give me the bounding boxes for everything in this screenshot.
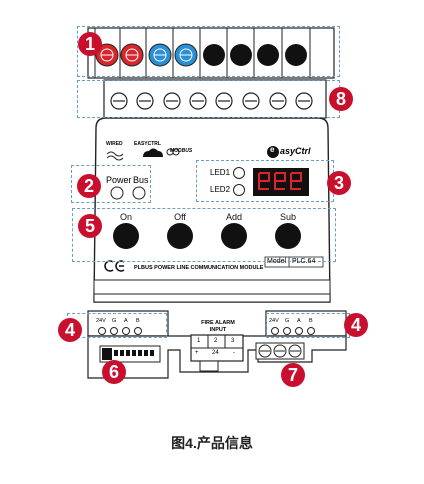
model-value: PLC.64 (292, 258, 316, 265)
led1-label: LED1 (210, 168, 231, 177)
easyctrl-cloud-icon (143, 148, 163, 157)
left-terminal-g: G (112, 318, 117, 324)
callout-5: 5 (78, 214, 102, 238)
right-terminal-24v: 24V (269, 318, 279, 324)
device-description: PLBUS POWER LINE COMMUNICATION MODULE (134, 265, 264, 271)
black-terminal-3 (257, 44, 279, 66)
highlight-upper-screws (77, 80, 340, 118)
easyctrl-logo-icon (267, 146, 279, 158)
black-terminal-2 (230, 44, 252, 66)
modbus-label: MODBUS (170, 148, 193, 154)
fire-minus-label: - (233, 350, 235, 356)
bus-indicator (132, 186, 146, 200)
left-terminal-24v: 24V (96, 318, 106, 324)
callout-7: 7 (281, 363, 305, 387)
highlight-buttons (72, 208, 336, 262)
right-bottom-screws (271, 327, 315, 335)
model-box (264, 256, 324, 268)
sub-button (275, 223, 301, 249)
bus-label: Bus (133, 175, 149, 185)
callout-6: 6 (102, 360, 126, 384)
model-label: Model (267, 258, 287, 265)
left-terminal-a: A (124, 318, 128, 324)
power-indicator (110, 186, 124, 200)
add-label: Add (225, 212, 242, 222)
highlight-top-terminals (77, 26, 340, 77)
led2-label: LED2 (210, 185, 231, 194)
fire-pin-1: 1 (197, 338, 201, 344)
fire-alarm-title: FIRE ALARM (201, 320, 235, 326)
red-terminal-2 (120, 43, 144, 67)
on-label: On (119, 212, 132, 222)
black-terminal-1 (203, 44, 225, 66)
highlight-left-terminals (67, 313, 167, 338)
blue-terminal-1 (148, 43, 172, 67)
led2-indicator (233, 184, 245, 196)
fire-alarm-subtitle: INPUT (209, 327, 227, 333)
upper-screw-row (110, 92, 313, 110)
callout-1: 1 (78, 32, 102, 56)
highlight-right-terminals (266, 313, 350, 338)
sub-label: Sub (279, 212, 296, 222)
easyctrl-logo-letter: e (270, 145, 275, 154)
highlight-led-display (196, 160, 334, 202)
device-housing (93, 117, 331, 303)
modbus-icon (166, 148, 180, 156)
add-button (221, 223, 247, 249)
led1-indicator (233, 167, 245, 179)
callout-4-right: 4 (344, 313, 368, 337)
fire-24-label: 24 (212, 350, 219, 356)
wired-label: WIRED (106, 141, 123, 147)
fire-pin-3: 3 (231, 338, 235, 344)
power-label: Power (106, 175, 132, 185)
fire-plus-label: + (195, 350, 199, 356)
off-label: Off (174, 212, 186, 222)
highlight-power-bus (71, 165, 151, 203)
red-terminal-1 (95, 43, 119, 67)
callout-8: 8 (329, 87, 353, 111)
right-terminal-b: B (309, 318, 313, 324)
top-terminal-row (95, 43, 307, 67)
left-bottom-screws (98, 327, 142, 335)
callout-4-left: 4 (58, 318, 82, 342)
fire-pin-2: 2 (214, 338, 218, 344)
figure-caption: 图4.产品信息 (171, 435, 253, 451)
easyctrl-logo-text: asyCtrl (280, 146, 311, 156)
off-button (167, 223, 193, 249)
right-terminal-a: A (297, 318, 301, 324)
on-button (113, 223, 139, 249)
device-diagram (87, 27, 347, 379)
easyctrl-small-label: EASYCTRL (134, 141, 161, 147)
black-terminal-4 (285, 44, 307, 66)
callout-3: 3 (327, 171, 351, 195)
blue-terminal-2 (174, 43, 198, 67)
right-terminal-g: G (285, 318, 290, 324)
left-terminal-b: B (136, 318, 140, 324)
wired-icon (106, 151, 124, 161)
callout-2: 2 (77, 174, 101, 198)
